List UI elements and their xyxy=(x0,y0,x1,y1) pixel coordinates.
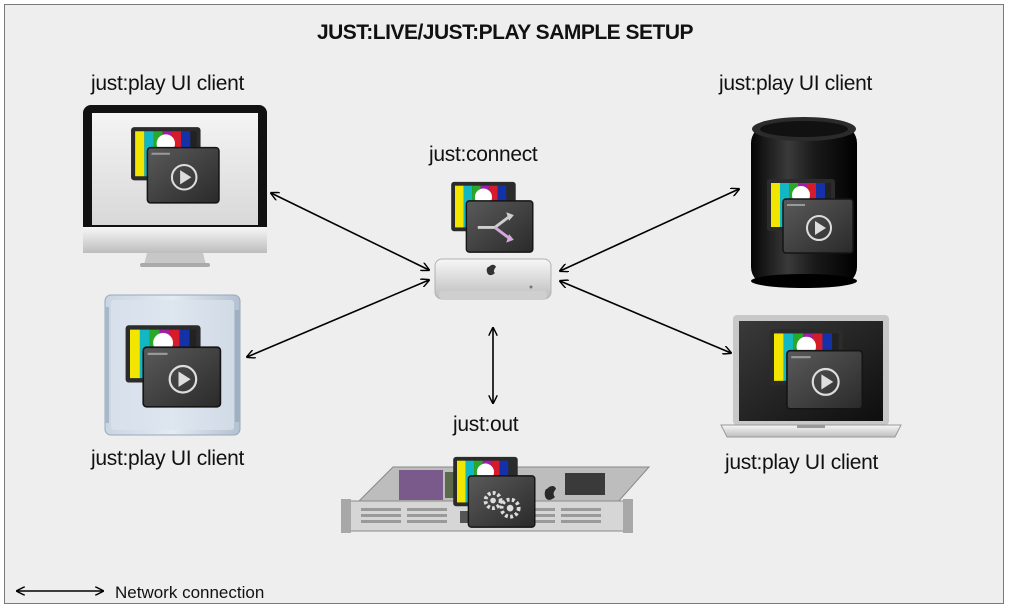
mac-pro-cylinder-label: just:play UI client xyxy=(719,72,873,95)
mac-pro-tower-device xyxy=(104,294,241,436)
diagram-canvas: JUST:LIVE/JUST:PLAY SAMPLE SETUP xyxy=(4,4,1004,604)
connection-macbook-pro xyxy=(560,281,731,353)
diagram-title: JUST:LIVE/JUST:PLAY SAMPLE SETUP xyxy=(316,21,694,44)
macbook-pro-label: just:play UI client xyxy=(725,451,879,474)
connection-imac xyxy=(271,193,429,270)
imac-device xyxy=(83,105,267,267)
just-out-label: just:out xyxy=(453,413,519,436)
rack-unit-device xyxy=(341,455,651,533)
mac-mini-device xyxy=(434,180,552,300)
diagram-graphics xyxy=(5,105,902,605)
imac-label: just:play UI client xyxy=(91,72,245,95)
network-connections xyxy=(17,189,739,591)
apple-logo-icon xyxy=(486,264,496,276)
mac-pro-cylinder-device xyxy=(751,117,857,288)
macpro-tower-label: just:play UI client xyxy=(91,447,245,470)
connection-mac-pro-cylinder xyxy=(560,189,739,271)
macbook-pro-device xyxy=(720,315,902,438)
just-connect-app-icon xyxy=(449,180,535,254)
connection-macpro-tower xyxy=(247,280,429,357)
just-connect-label: just:connect xyxy=(429,143,538,166)
legend-label: Network connection xyxy=(115,583,265,602)
apple-logo-icon xyxy=(544,486,556,500)
